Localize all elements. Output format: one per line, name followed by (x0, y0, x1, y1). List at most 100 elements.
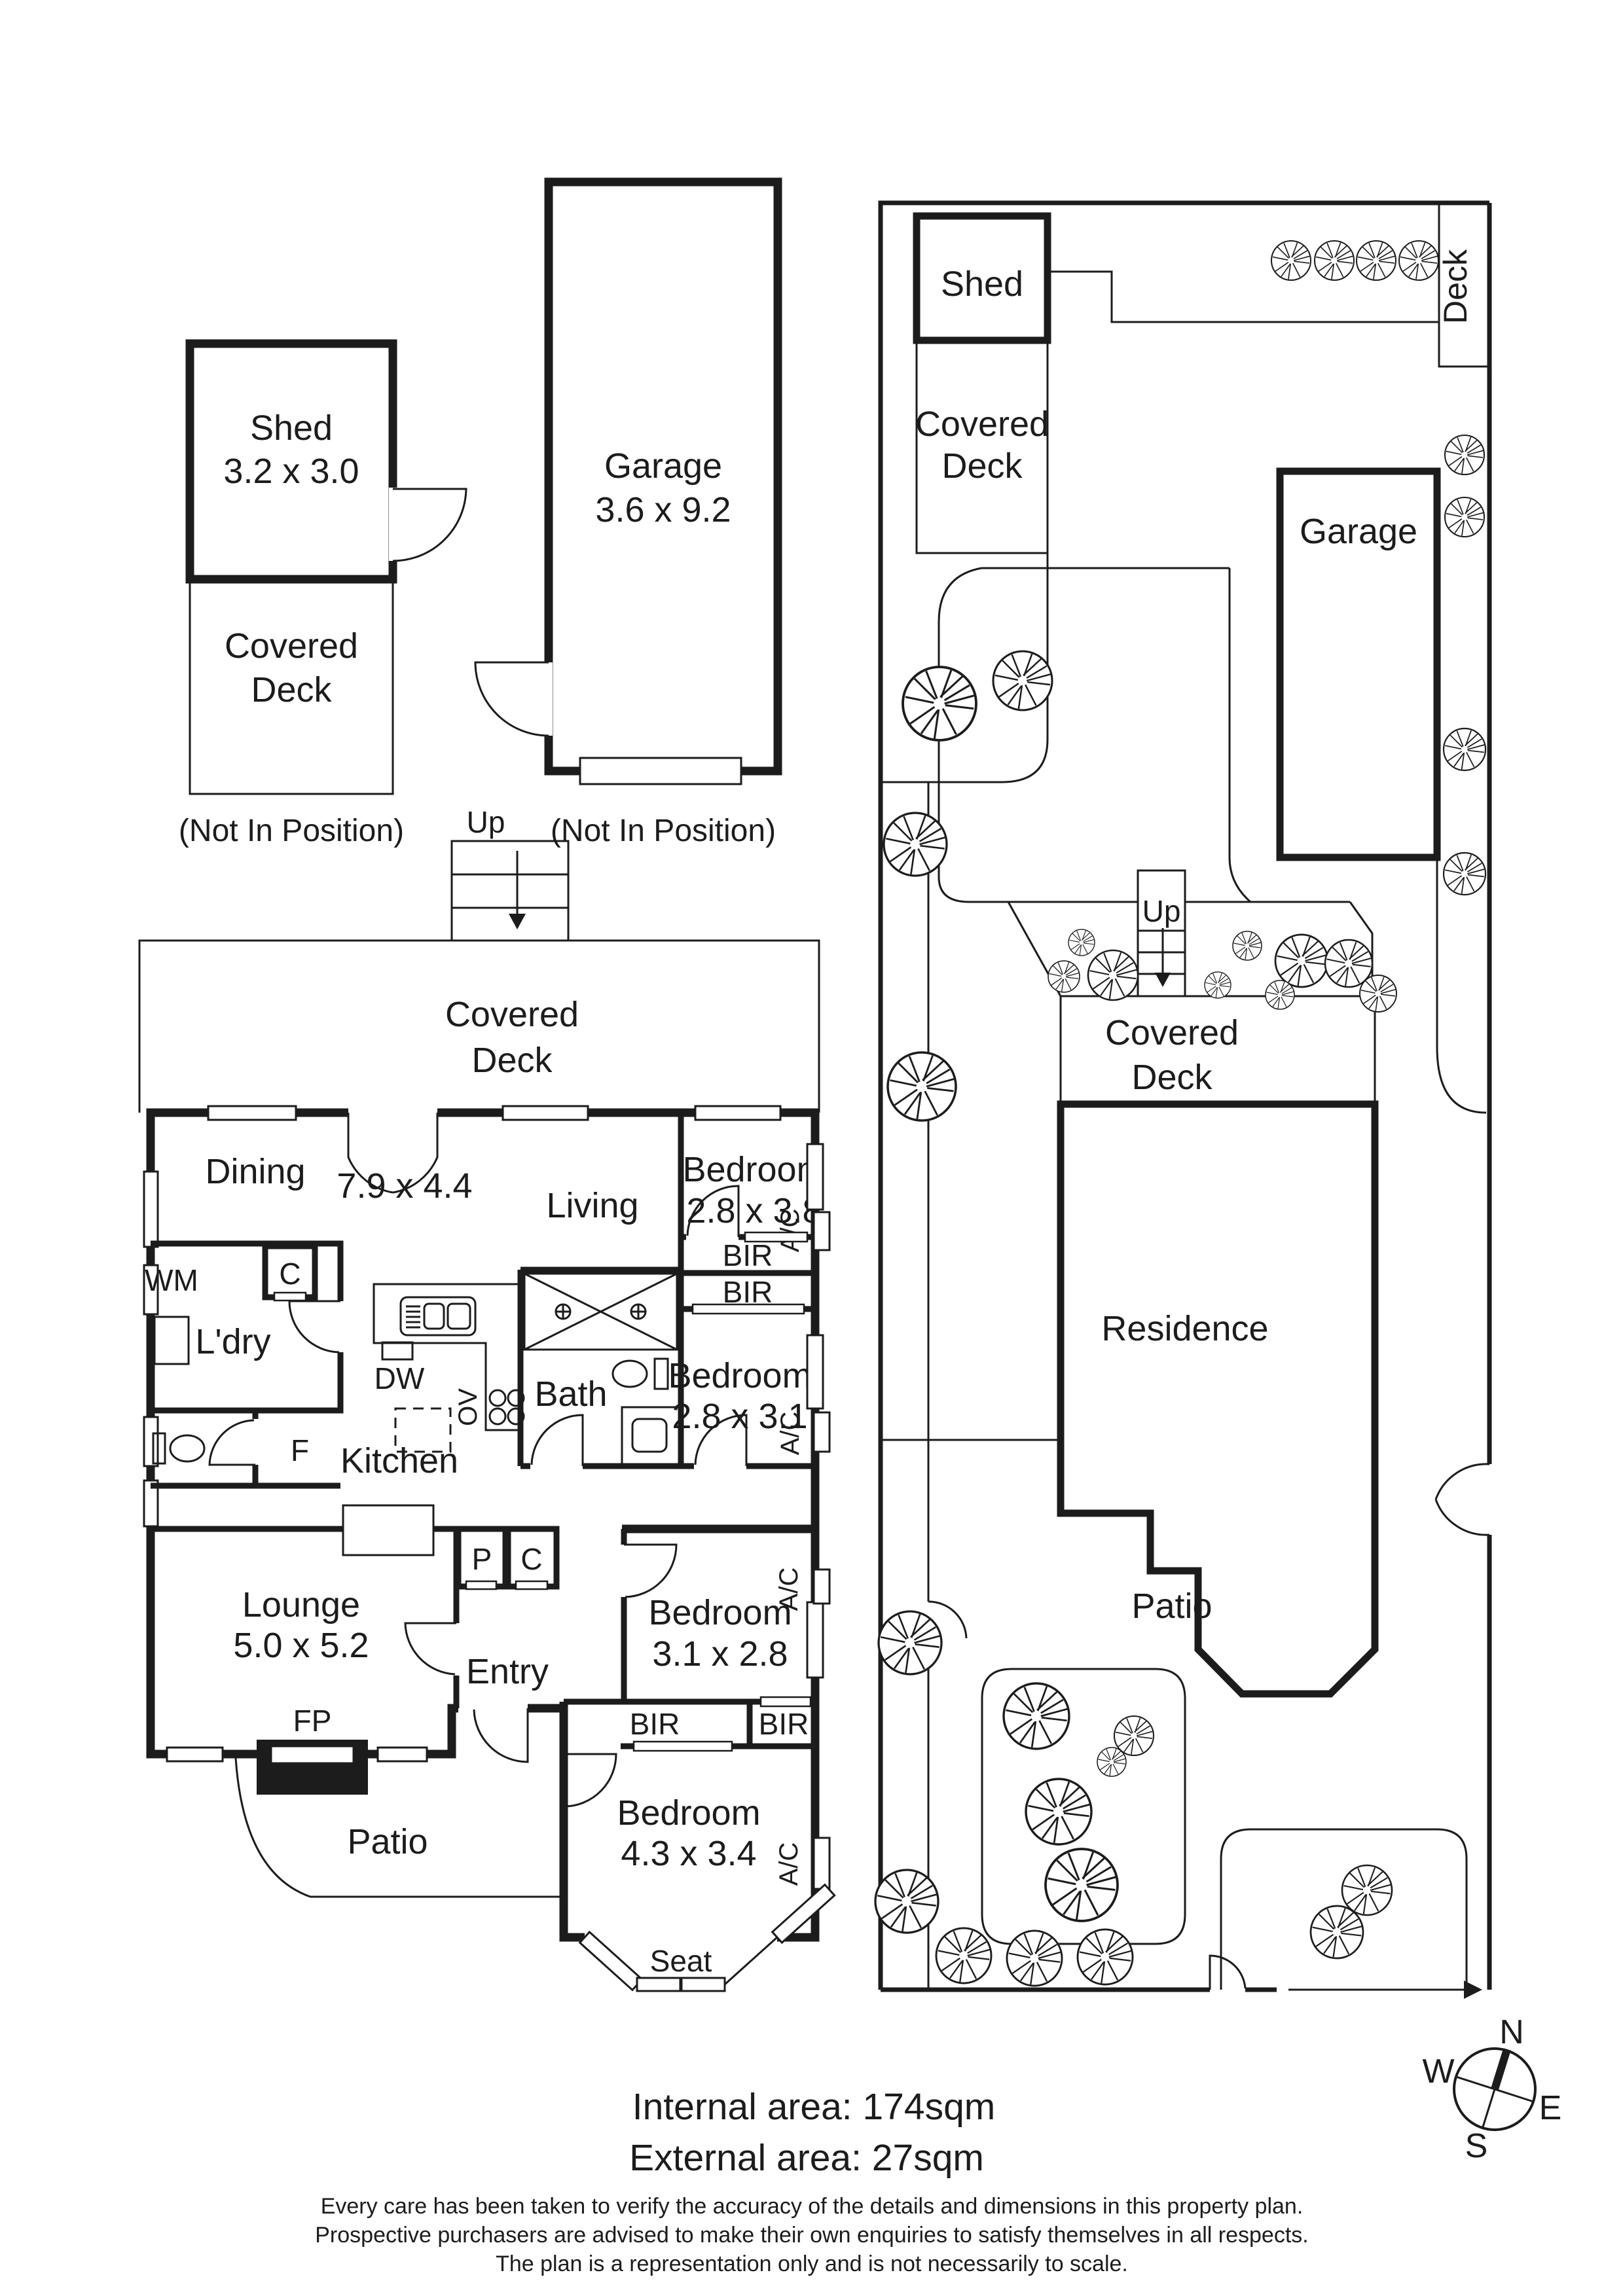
compass-n-label: N (1499, 2013, 1524, 2051)
washing-machine-icon (153, 1316, 190, 1365)
bir-label: BIR (723, 1238, 773, 1272)
entry-label: Entry (466, 1652, 549, 1691)
tree-icon (1398, 240, 1440, 281)
residence-walls (1057, 1100, 1379, 1698)
dining-label: Dining (205, 1152, 305, 1191)
site-garage-walls (1276, 467, 1441, 861)
garage-dims-label: 3.6 x 9.2 (595, 490, 731, 529)
door-swing-icon (473, 1708, 529, 1763)
window-icon (806, 1601, 824, 1679)
tree-icon (1444, 496, 1486, 538)
island-dashed (394, 1407, 452, 1453)
tree-icon (1048, 960, 1080, 993)
tree-icon (1274, 933, 1329, 988)
window-icon (806, 1143, 824, 1211)
bedroom2-label: Bedroom (668, 1356, 811, 1395)
closet-label: C (279, 1257, 301, 1291)
bedroom3-dims-label: 3.1 x 2.8 (652, 1634, 788, 1674)
gate-swing-icon (1209, 1954, 1247, 1990)
tree-icon (1113, 1715, 1155, 1757)
tree-icon (935, 1927, 993, 1984)
disclaimer-line1: Every care has been taken to verify the … (321, 2194, 1304, 2219)
tree-icon (1313, 240, 1355, 281)
ac-label: A/C (776, 1412, 805, 1456)
ac-unit-icon (812, 1837, 831, 1890)
tree-icon (902, 666, 977, 742)
wm-label: WM (145, 1263, 198, 1297)
door-swing-icon (389, 488, 467, 562)
lounge-label: Lounge (242, 1585, 360, 1624)
robe-opening (744, 1231, 809, 1243)
shed-covered-deck-outline (189, 578, 394, 795)
compass-s-label: S (1465, 2127, 1488, 2165)
window-icon (694, 1105, 782, 1121)
seat-label: Seat (650, 1944, 712, 1978)
window-icon (636, 1977, 682, 1992)
closet-opening (273, 1291, 307, 1302)
garage-note-label: (Not In Position) (551, 814, 776, 848)
site-plan: Deck Shed Covered Deck Garage (878, 200, 1492, 1999)
tree-icon (886, 1051, 957, 1122)
lounge: Lounge 5.0 x 5.2 FP (151, 1504, 456, 1795)
dw-label: DW (374, 1361, 425, 1395)
shed-note-label: (Not In Position) (179, 814, 404, 848)
tree-icon (1097, 1747, 1127, 1777)
chimney-nook (342, 1504, 435, 1556)
site-covered-deck-outline (915, 339, 1049, 554)
site-garage-label: Garage (1300, 512, 1417, 551)
trees-layer (874, 240, 1487, 1987)
ac-label: A/C (775, 1842, 803, 1886)
compass-e-label: E (1539, 2089, 1562, 2127)
patio-label: Patio (347, 1822, 428, 1861)
ac-unit-icon (812, 1568, 831, 1605)
toilet-icon (611, 1357, 669, 1390)
bir-label: BIR (723, 1275, 773, 1309)
tree-icon (1341, 1864, 1393, 1916)
door-swing-icon (288, 1300, 340, 1354)
window-icon (143, 1170, 159, 1248)
site-deck-outline (1438, 203, 1489, 368)
bir-band: BIR BIR (564, 1696, 815, 1752)
window-icon (143, 1416, 159, 1467)
tree-icon (883, 812, 948, 877)
window-icon (166, 1746, 224, 1763)
fridge-label: F (291, 1433, 309, 1467)
tree-icon (1002, 1682, 1070, 1750)
bir-label: BIR (759, 1707, 809, 1741)
window-icon (806, 1334, 824, 1410)
tree-icon (1442, 852, 1487, 896)
tree-icon (1355, 240, 1397, 281)
garage-label: Garage (604, 446, 722, 486)
site-patio-label: Patio (1131, 1587, 1212, 1626)
direction-arrow-icon (1155, 973, 1171, 987)
covered-deck-outline (138, 939, 820, 1113)
window-icon (680, 1977, 726, 1992)
french-door-icon (347, 1113, 439, 1194)
pantry-label: P (472, 1542, 492, 1576)
disclaimer-line2: Prospective purchasers are advised to ma… (315, 2223, 1308, 2248)
direction-arrow-icon (509, 914, 526, 929)
living-label: Living (546, 1186, 638, 1225)
bedroom1-label: Bedroom (682, 1150, 826, 1189)
garden-bed-outline (981, 1668, 1186, 1945)
tree-icon (1232, 931, 1262, 961)
shed-dims-label: 3.2 x 3.0 (223, 452, 359, 491)
tree-icon (1359, 975, 1397, 1013)
bedroom1-dims-label: 2.8 x 3.8 (686, 1191, 822, 1230)
gate-swing-icon (928, 1600, 968, 1639)
tree-icon (1309, 1905, 1364, 1960)
living-dims-label: 7.9 x 4.4 (337, 1166, 472, 1206)
outbuilding-garage-block: Garage 3.6 x 9.2 (Not In Position) (474, 177, 782, 848)
site-deck-label-2: Deck (941, 446, 1023, 486)
ac-unit-icon (812, 1211, 831, 1251)
garden-line (938, 567, 1008, 903)
bedroom4-label: Bedroom (617, 1793, 760, 1833)
internal-area-label: Internal area: 174sqm (632, 2086, 996, 2128)
robe-opening (759, 1696, 812, 1708)
site-fence-line (1048, 270, 1439, 323)
closet-opening (465, 1580, 498, 1590)
tree-icon (1444, 434, 1486, 476)
tree-icon (1265, 980, 1295, 1010)
tree-icon (1044, 1848, 1119, 1922)
door-swing-icon (208, 1419, 255, 1466)
